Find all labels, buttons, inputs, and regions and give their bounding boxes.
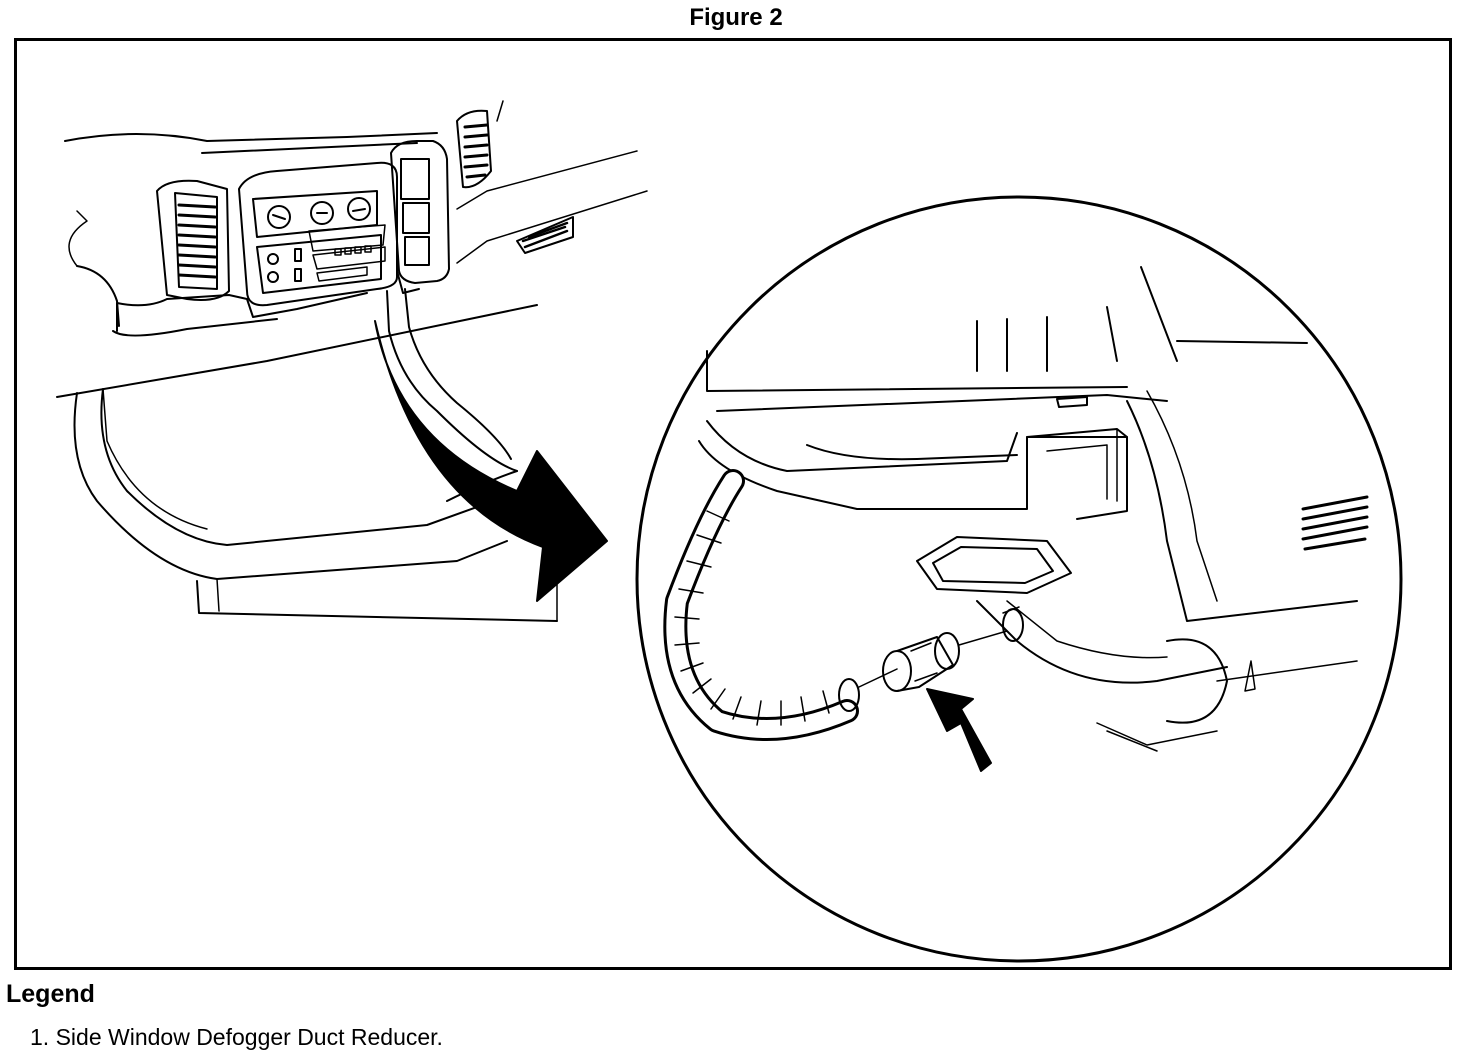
legend-title: Legend [6,980,95,1008]
small-dash-vent [516,216,574,254]
figure-title: Figure 2 [689,4,783,31]
center-control-panel [238,161,398,307]
legend-list: 1. Side Window Defogger Duct Reducer. [30,1024,443,1051]
dashboard-overview [56,100,648,622]
side-window-outlet [916,536,1358,752]
pointer-arrow [926,688,992,772]
detail-circle [635,195,1403,963]
detail-view [635,195,1403,963]
left-air-vent [156,179,230,301]
defogger-hose [663,469,860,741]
right-air-vent [456,100,504,189]
duct-housing [698,390,1358,622]
callout-arrow [374,320,608,602]
lower-dash-panel [56,304,558,622]
diagram-illustration [56,100,1403,963]
legend-item-text: Side Window Defogger Duct Reducer. [55,1024,443,1050]
switch-panel [390,140,450,284]
duct-reducer [858,606,1024,692]
legend-item-number: 1. [30,1024,50,1050]
figure-frame [14,38,1452,970]
legend-item: 1. Side Window Defogger Duct Reducer. [30,1024,443,1051]
dash-grille [1301,495,1369,551]
